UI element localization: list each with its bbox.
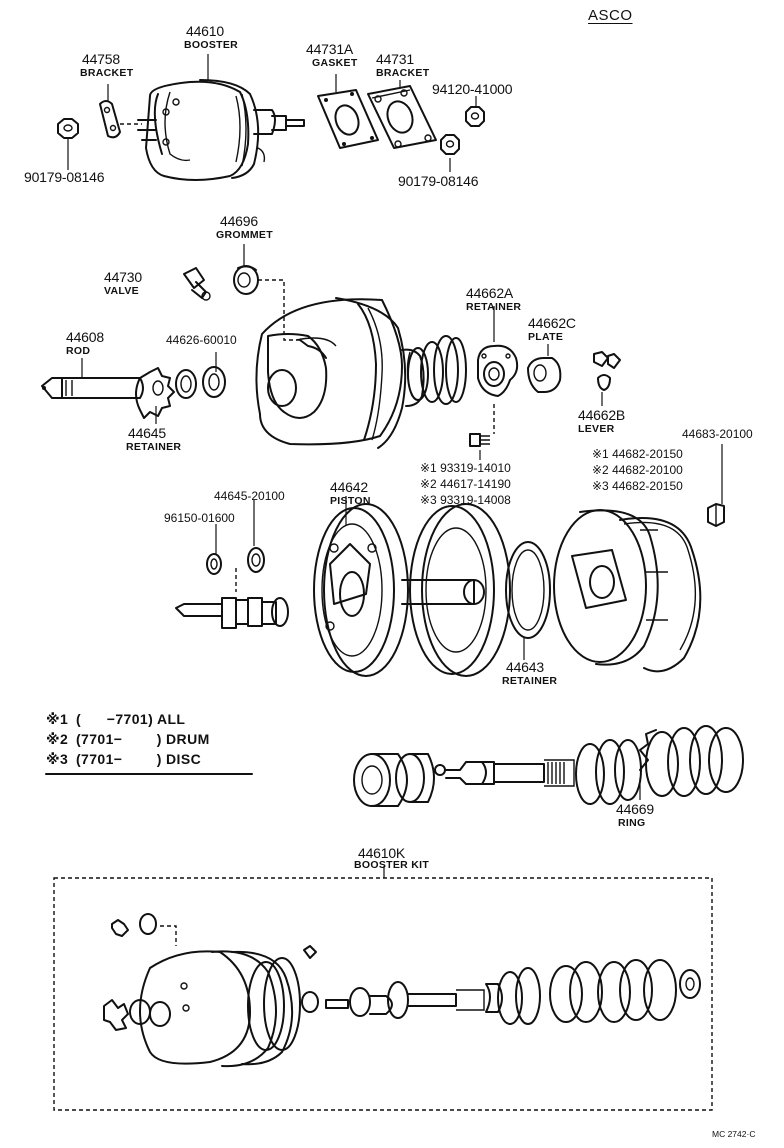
bracket-plate-name: BRACKET — [376, 67, 430, 79]
booster-name: BOOSTER — [184, 39, 239, 51]
retainer-ring-part-number: 44643 — [506, 659, 544, 675]
retainer-left-part-number: 44645 — [128, 425, 166, 441]
piston-part-number: 44642 — [330, 479, 368, 495]
lever-part-number: 44662B — [578, 407, 626, 423]
legend-mark-2: ※2 — [46, 731, 69, 747]
nut-mid-drawing — [440, 134, 460, 155]
variant-right-2: ※2 44682-20100 — [592, 463, 683, 477]
nut-right-drawing — [465, 106, 485, 127]
retainer-a-name: RETAINER — [466, 301, 522, 313]
valve-part-number: 44730 — [104, 269, 142, 285]
legend-mark-3: ※3 — [46, 751, 69, 767]
retainer-left-name: RETAINER — [126, 441, 182, 453]
brand-label: ASCO — [588, 7, 633, 24]
gasket-drawing — [317, 89, 379, 149]
valve-name: VALVE — [104, 285, 139, 297]
bracket-small-drawing — [99, 100, 142, 139]
plate-name: PLATE — [528, 331, 564, 343]
bracket-plate-drawing — [367, 85, 437, 149]
legend-text-1: ( −7701) ALL — [76, 711, 186, 727]
clip-part-number: 44683-20100 — [682, 427, 753, 441]
rod-name: ROD — [66, 345, 91, 357]
ring-name: RING — [618, 817, 646, 829]
variant-right-3: ※3 44682-20150 — [592, 479, 683, 493]
legend-mark-1: ※1 — [46, 711, 69, 727]
clip-drawing — [707, 503, 725, 527]
variant-mid-1: ※1 93319-14010 — [420, 461, 511, 475]
boot-drawing — [406, 335, 467, 405]
legend-text-2: (7701− ) DRUM — [76, 731, 210, 747]
nut-mid-part-number: 90179-08146 — [398, 173, 479, 189]
washer-a-part-number: 44645-20100 — [214, 489, 285, 503]
seal-pair-drawing — [175, 366, 226, 399]
bellows-drawing — [575, 725, 744, 805]
leader-lines-mid — [81, 244, 723, 504]
drawing-code: MC 2742·C — [712, 1129, 756, 1139]
nut-right-part-number: 94120-41000 — [432, 81, 513, 97]
washer-b-part-number: 96150-01600 — [164, 511, 235, 525]
bracket-small-part-number: 44758 — [82, 51, 120, 67]
booster-part-number: 44610 — [186, 23, 224, 39]
retainer-a-part-number: 44662A — [466, 285, 514, 301]
kit-parts-drawing — [103, 913, 701, 1068]
kit-frame — [53, 866, 713, 1111]
rod-drawing — [41, 377, 144, 399]
lever-name: LEVER — [578, 423, 615, 435]
bracket-plate-part-number: 44731 — [376, 51, 414, 67]
kit-name: BOOSTER KIT — [354, 859, 430, 871]
rear-shell-drawing — [553, 509, 702, 673]
retainer-ring-drawing — [505, 541, 551, 639]
leader-lines-top — [67, 54, 477, 172]
bracket-small-name: BRACKET — [80, 67, 134, 79]
kit-part-number: 44610K — [358, 845, 406, 861]
washer-small-drawing — [206, 547, 265, 592]
seal-part-number: 44626-60010 — [166, 333, 237, 347]
screw-drawing — [469, 404, 495, 447]
variant-mid-2: ※2 44617-14190 — [420, 477, 511, 491]
variant-mid-3: ※3 93319-14008 — [420, 493, 511, 507]
lever-drawing — [593, 351, 621, 391]
gasket-name: GASKET — [312, 57, 358, 69]
ring-part-number: 44669 — [616, 801, 654, 817]
booster-top-drawing — [137, 79, 305, 181]
gasket-part-number: 44731A — [306, 41, 354, 57]
plate-drawing — [527, 357, 562, 393]
valve-plunger-drawing — [175, 597, 289, 629]
retainer-a-drawing — [477, 344, 519, 397]
grommet-name: GROMMET — [216, 229, 273, 241]
piston-name: PISTON — [330, 495, 371, 507]
retainer-ring-name: RETAINER — [502, 675, 558, 687]
valve-drawing — [183, 267, 211, 301]
leader-lines-low — [215, 496, 525, 660]
variant-right-1: ※1 44682-20150 — [592, 447, 683, 461]
nut-left-drawing — [57, 118, 79, 139]
nut-left-part-number: 90179-08146 — [24, 169, 105, 185]
grommet-part-number: 44696 — [220, 213, 258, 229]
legend-text-3: (7701− ) DISC — [76, 751, 202, 767]
plate-part-number: 44662C — [528, 315, 576, 331]
booster-main-drawing — [255, 297, 425, 449]
piston-drawing — [313, 503, 485, 677]
diaphragm-drawing — [409, 503, 511, 677]
seal-stack-drawing — [353, 753, 575, 807]
rod-part-number: 44608 — [66, 329, 104, 345]
retainer-left-drawing — [135, 367, 175, 419]
grommet-drawing — [233, 265, 300, 341]
